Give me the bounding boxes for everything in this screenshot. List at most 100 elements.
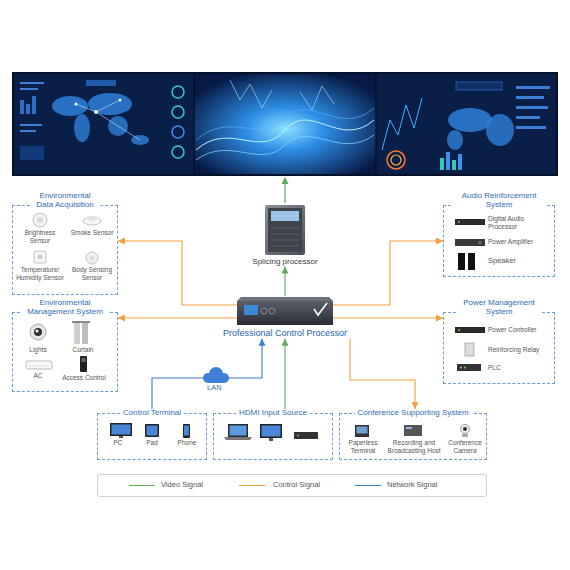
splicing-processor-icon-part bbox=[271, 228, 299, 229]
sensor-icons-part bbox=[86, 252, 98, 264]
group-title: Environmental Data Acquisition bbox=[31, 192, 99, 210]
control-processor-icon bbox=[237, 297, 333, 325]
audio-icons-part bbox=[455, 219, 485, 225]
legend-line-sample bbox=[129, 485, 155, 486]
device-item: Phone bbox=[170, 421, 204, 447]
legend-line-sample bbox=[355, 485, 381, 486]
system-group: Conference Supporting SystemPaperless Te… bbox=[339, 413, 487, 460]
video-wall-part bbox=[196, 108, 374, 140]
video-wall-part bbox=[440, 158, 444, 170]
device-label: Recording and Broadcasting Host bbox=[384, 439, 444, 454]
video-wall-part bbox=[52, 96, 88, 116]
device-item: Conference Camera bbox=[445, 421, 485, 454]
video-wall-part bbox=[32, 96, 36, 114]
video-wall-part bbox=[194, 74, 195, 174]
device-item: Lights bbox=[16, 322, 60, 354]
terminal-icons-part bbox=[112, 425, 131, 435]
terminal-icons-part bbox=[119, 436, 123, 438]
group-title: HDMI Input Source bbox=[236, 409, 310, 418]
video-wall-part bbox=[458, 154, 462, 170]
legend-line-sample bbox=[239, 485, 265, 486]
device-item: AC bbox=[16, 358, 60, 380]
video-arrow-to-wall-part bbox=[282, 177, 289, 184]
management-icons-part bbox=[72, 321, 90, 323]
management-icons-part bbox=[82, 358, 86, 362]
lan-cloud-shape bbox=[203, 367, 229, 383]
video-wall-part bbox=[446, 152, 450, 170]
sensor-icons-part bbox=[83, 217, 101, 225]
signal-connector bbox=[118, 317, 210, 318]
group-title: Audio Reinforcement System bbox=[453, 192, 545, 210]
video-wall-part bbox=[172, 106, 184, 118]
terminal-icons-part bbox=[147, 426, 158, 436]
power-icons bbox=[455, 327, 485, 371]
device-row: PLC bbox=[450, 364, 552, 372]
hdmi-source-icons-part bbox=[294, 432, 318, 439]
group-title: Conference Supporting System bbox=[355, 409, 472, 418]
video-arrow-to-wall bbox=[282, 177, 289, 203]
device-label: Digital Audio Processor bbox=[488, 215, 552, 230]
device-label: Brightness Sensor bbox=[17, 229, 63, 244]
sensor-icons-part bbox=[38, 255, 43, 260]
video-wall bbox=[12, 72, 558, 176]
device-title: Splicing processor bbox=[240, 257, 330, 267]
video-wall-part bbox=[486, 114, 514, 146]
splicing-processor-icon-part bbox=[271, 234, 299, 235]
system-group: HDMI Input Source bbox=[213, 413, 333, 460]
video-wall-part bbox=[14, 74, 194, 174]
device-label: Reinforcing Relay bbox=[488, 346, 552, 354]
control-stub-lines-part bbox=[333, 305, 360, 306]
legend-text: Video Signal bbox=[161, 480, 203, 490]
lan-cloud-shape-part bbox=[208, 376, 224, 383]
device-label: Pad bbox=[136, 439, 168, 447]
device-item: PC bbox=[102, 421, 134, 447]
conference-icons-part bbox=[404, 425, 422, 436]
control-processor-icon-part bbox=[237, 301, 333, 325]
device-label: Conference Camera bbox=[445, 439, 485, 454]
conference-icons-part bbox=[462, 434, 468, 437]
device-label: Speaker bbox=[488, 257, 552, 266]
signal-connector bbox=[284, 267, 285, 296]
video-wall-part bbox=[376, 74, 377, 174]
device-label: Curtain bbox=[60, 346, 106, 354]
device-label: Power Controller bbox=[488, 326, 552, 334]
device-label: AC bbox=[16, 372, 60, 380]
device-label: Phone bbox=[170, 439, 204, 447]
video-wall-part bbox=[448, 108, 492, 132]
connector-label: LAN bbox=[206, 384, 223, 392]
terminal-icons-part bbox=[110, 423, 132, 436]
device-title: Professional Control Processor bbox=[210, 328, 360, 339]
conference-icons-part bbox=[355, 425, 369, 437]
video-wall-part bbox=[20, 82, 44, 84]
control-stub-lines-part bbox=[210, 318, 237, 319]
video-wall-part bbox=[172, 146, 184, 158]
signal-connector bbox=[360, 317, 443, 318]
video-wall-part bbox=[447, 130, 463, 150]
video-wall-part bbox=[516, 106, 548, 109]
device-label: Paperless Terminal bbox=[341, 439, 385, 454]
signal-connector bbox=[284, 339, 285, 409]
power-icons-part bbox=[464, 367, 466, 369]
control-stub-lines-part bbox=[333, 318, 360, 319]
video-wall-part bbox=[382, 98, 422, 150]
legend-text: Control Signal bbox=[273, 480, 320, 490]
device-item: Access Control bbox=[58, 356, 110, 382]
conference-icons-part bbox=[357, 427, 368, 434]
hdmi-source-icons bbox=[224, 424, 318, 441]
device-label: Body Sensing Sensor bbox=[69, 266, 115, 281]
video-arrow-to-wall-part bbox=[284, 183, 285, 203]
video-wall-part bbox=[196, 135, 374, 160]
power-icons-part bbox=[457, 364, 481, 371]
device-row: Speaker bbox=[450, 256, 552, 266]
device-node: Professional Control Processor bbox=[210, 296, 360, 339]
video-wall-part bbox=[20, 88, 38, 90]
system-group: Power Management SystemPower ControllerR… bbox=[443, 312, 555, 384]
device-label: Temperature/ Humidity Sensor bbox=[15, 266, 65, 281]
video-wall-part bbox=[20, 146, 44, 160]
video-wall-part bbox=[172, 86, 184, 98]
video-wall-part bbox=[20, 130, 36, 132]
video-wall-part bbox=[20, 100, 24, 114]
control-processor-icon-part bbox=[237, 297, 333, 301]
